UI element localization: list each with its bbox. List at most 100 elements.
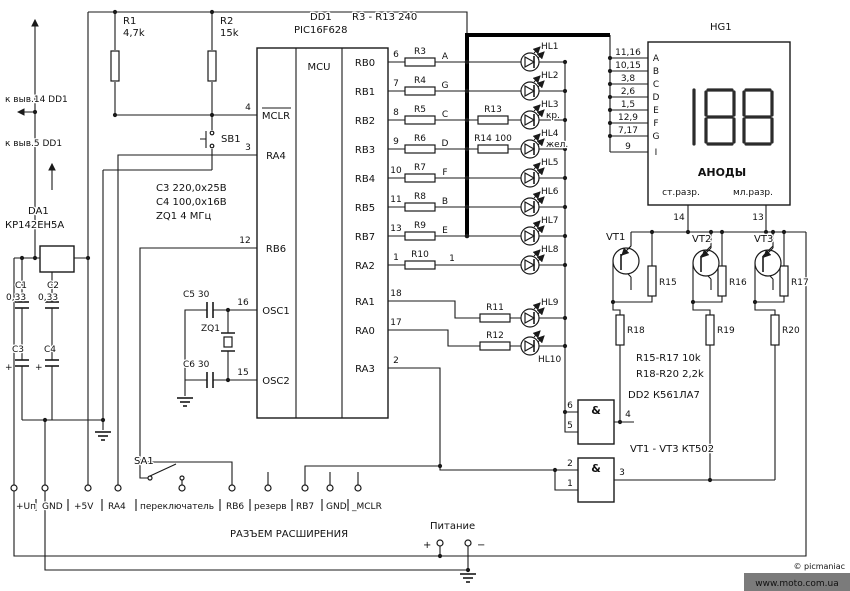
label-anodes: АНОДЫ [698, 166, 746, 179]
conn-label-gnd2: GND [326, 502, 347, 512]
pin-num-11: 11 [390, 195, 401, 205]
label-hl8: HL8 [541, 245, 559, 255]
transistors [612, 245, 782, 277]
transistor-vt3 [754, 247, 782, 277]
label-c2: C2 [47, 281, 59, 291]
hg1-pins-d: 2,6 [621, 87, 636, 97]
hg1-seg-e: E [653, 106, 659, 116]
conn-label-rb7: RB7 [296, 502, 314, 512]
label-r20: R20 [782, 326, 800, 336]
nand-gate-1 [577, 399, 615, 445]
segment-letter-d: D [442, 139, 449, 149]
value-r1: 4,7k [123, 28, 145, 39]
label-mcu-core: MCU [308, 62, 331, 73]
label-r7: R7 [414, 163, 426, 173]
resistor-r13 [477, 115, 509, 125]
label-r15: R15 [659, 278, 677, 288]
capacitor-c6 [206, 371, 214, 389]
pin-label-rb4: RB4 [355, 174, 375, 185]
resistor-r1 [110, 50, 120, 82]
resistor-r14 [477, 144, 509, 154]
labels: к выв.14 DD1 к выв.5 DD1 R1 4,7k R2 15k … [4, 11, 810, 553]
hg1-seg-i: I [655, 148, 658, 158]
label-r5: R5 [414, 105, 426, 115]
label-c4: C4 [44, 345, 56, 355]
label-hl9: HL9 [541, 298, 559, 308]
value-c2: 0,33 [38, 293, 58, 303]
label-r17: R17 [791, 278, 809, 288]
gate2-in-2: 2 [567, 459, 573, 469]
pin-label-rb6: RB6 [266, 244, 286, 255]
hg1-pin-14: 14 [673, 213, 685, 223]
note-r3-r13: R3 - R13 240 [352, 12, 417, 23]
segment-letter-f: F [442, 168, 447, 178]
label-r2: R2 [220, 16, 233, 27]
hg1-pins-e: 1,5 [621, 100, 635, 110]
label-dd1-part: PIC16F628 [294, 25, 348, 36]
pin-label-rb5: RB5 [355, 203, 375, 214]
resistor-r6 [404, 144, 436, 154]
label-hl1: HL1 [541, 42, 559, 52]
pin-label-osc2: OSC2 [262, 376, 290, 387]
label-r1: R1 [123, 16, 136, 27]
label-c3: C3 [12, 345, 24, 355]
pin-label-ra1: RA1 [355, 297, 375, 308]
pin-num-12: 12 [239, 236, 250, 246]
gate1-out-4: 4 [625, 410, 631, 420]
conn-label-ra4: RA4 [108, 502, 126, 512]
pin-num-15: 15 [237, 368, 248, 378]
resistor-r2 [207, 50, 217, 82]
node-label-1: 1 [449, 254, 455, 264]
conn-label-upn: +Uп [16, 502, 36, 512]
junction-dots [19, 9, 787, 573]
pin-num-7: 7 [393, 79, 399, 89]
hg1-pins-i: 9 [625, 142, 631, 152]
ground-symbols [94, 397, 477, 583]
label-r19: R19 [717, 326, 735, 336]
hg1-pins-f: 12,9 [618, 113, 638, 123]
label-vt1: VT1 [606, 232, 625, 243]
label-hl7: HL7 [541, 216, 559, 226]
display-hg1 [647, 41, 791, 206]
conn-label-reserve: резерв [254, 502, 287, 512]
push-button-sb1 [209, 130, 215, 149]
power-plus: + [423, 540, 431, 551]
label-vt2: VT2 [692, 234, 711, 245]
label-hl10: HL10 [538, 355, 562, 365]
wire-network [13, 11, 807, 572]
label-power-input: Питание [430, 521, 475, 532]
watermark: © picmaniac www.moto.com.ua [744, 561, 850, 591]
gate2-amp-symbol: & [591, 462, 601, 475]
pin-label-rb0: RB0 [355, 58, 375, 69]
label-zq1: ZQ1 [201, 324, 220, 334]
label-da1-part: КР142ЕН5А [5, 220, 64, 231]
power-minus: − [477, 540, 485, 551]
conn-label-switch: переключатель [140, 502, 214, 512]
note-r15-r17: R15-R17 10k [636, 353, 701, 364]
pin-label-rb1: RB1 [355, 87, 375, 98]
gate1-in-5: 5 [567, 421, 573, 431]
capacitor-c4 [44, 359, 60, 367]
label-hl4: HL4 [541, 129, 559, 139]
plus-mark-c3: + [5, 363, 13, 373]
watermark-bar [744, 573, 850, 591]
note-to-pin5: к выв.5 DD1 [5, 139, 62, 149]
label-r11: R11 [486, 303, 504, 313]
value-r2: 15k [220, 28, 239, 39]
pin-label-osc1: OSC1 [262, 306, 290, 317]
pin-num-17: 17 [390, 318, 401, 328]
label-r4: R4 [414, 76, 426, 86]
segment-letter-b: B [442, 197, 448, 207]
pin-num-9: 9 [393, 137, 399, 147]
segment-bus [465, 33, 610, 236]
resistor-r5 [404, 115, 436, 125]
gate2-out-3: 3 [619, 468, 625, 478]
value-c1: 0,33 [6, 293, 26, 303]
pin-label-ra3: RA3 [355, 364, 375, 375]
watermark-credit: © picmaniac [793, 562, 845, 571]
note-c3-value: C3 220,0x25В [156, 183, 227, 194]
pin-label-mclr: MCLR [262, 111, 290, 122]
label-r6: R6 [414, 134, 426, 144]
